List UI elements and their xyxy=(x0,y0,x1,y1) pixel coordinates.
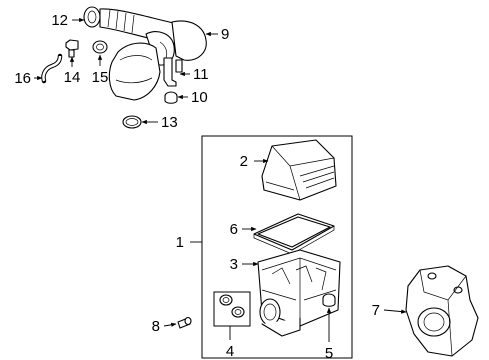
callout-6: 6 xyxy=(230,221,238,238)
callout-10: 10 xyxy=(191,89,208,106)
callout-16: 16 xyxy=(14,70,31,87)
callout-14: 14 xyxy=(64,69,81,86)
grommet-part xyxy=(92,40,108,54)
callout-9: 9 xyxy=(221,26,229,43)
intake-adapter-part xyxy=(405,265,479,357)
duct-housing-part xyxy=(171,20,207,61)
grommet-set-part xyxy=(219,294,245,318)
callout-13: 13 xyxy=(161,114,178,131)
leader-lines xyxy=(34,17,407,342)
air-cleaner-housing-part xyxy=(257,249,341,337)
intake-duct-assembly xyxy=(83,6,207,101)
air-filter-element-part xyxy=(253,213,335,255)
insulator-part xyxy=(164,91,178,104)
bolt-part xyxy=(65,39,79,58)
mount-grommet-part xyxy=(322,293,336,307)
duct-clamp-part xyxy=(83,6,101,28)
callout-12: 12 xyxy=(51,12,68,29)
grommet-set-box xyxy=(213,291,251,327)
callout-11: 11 xyxy=(193,66,209,83)
duct-elbow-part xyxy=(145,31,175,66)
callout-3: 3 xyxy=(230,256,238,273)
bracket-part xyxy=(163,57,177,87)
callout-1: 1 xyxy=(176,234,184,251)
hose-clamp-part xyxy=(122,115,142,129)
air-cleaner-group-frame xyxy=(201,135,353,359)
callout-5: 5 xyxy=(325,345,333,360)
callout-4: 4 xyxy=(226,343,234,360)
callout-7: 7 xyxy=(372,302,380,319)
callout-15: 15 xyxy=(92,69,109,86)
resonator-part xyxy=(108,42,161,101)
plug-part xyxy=(177,316,192,329)
air-cleaner-cover-part xyxy=(261,139,337,201)
callout-2: 2 xyxy=(240,153,248,170)
callout-labels: 1 2 3 4 5 6 7 8 9 10 11 12 13 14 15 16 xyxy=(14,12,380,360)
callout-8: 8 xyxy=(152,318,160,335)
